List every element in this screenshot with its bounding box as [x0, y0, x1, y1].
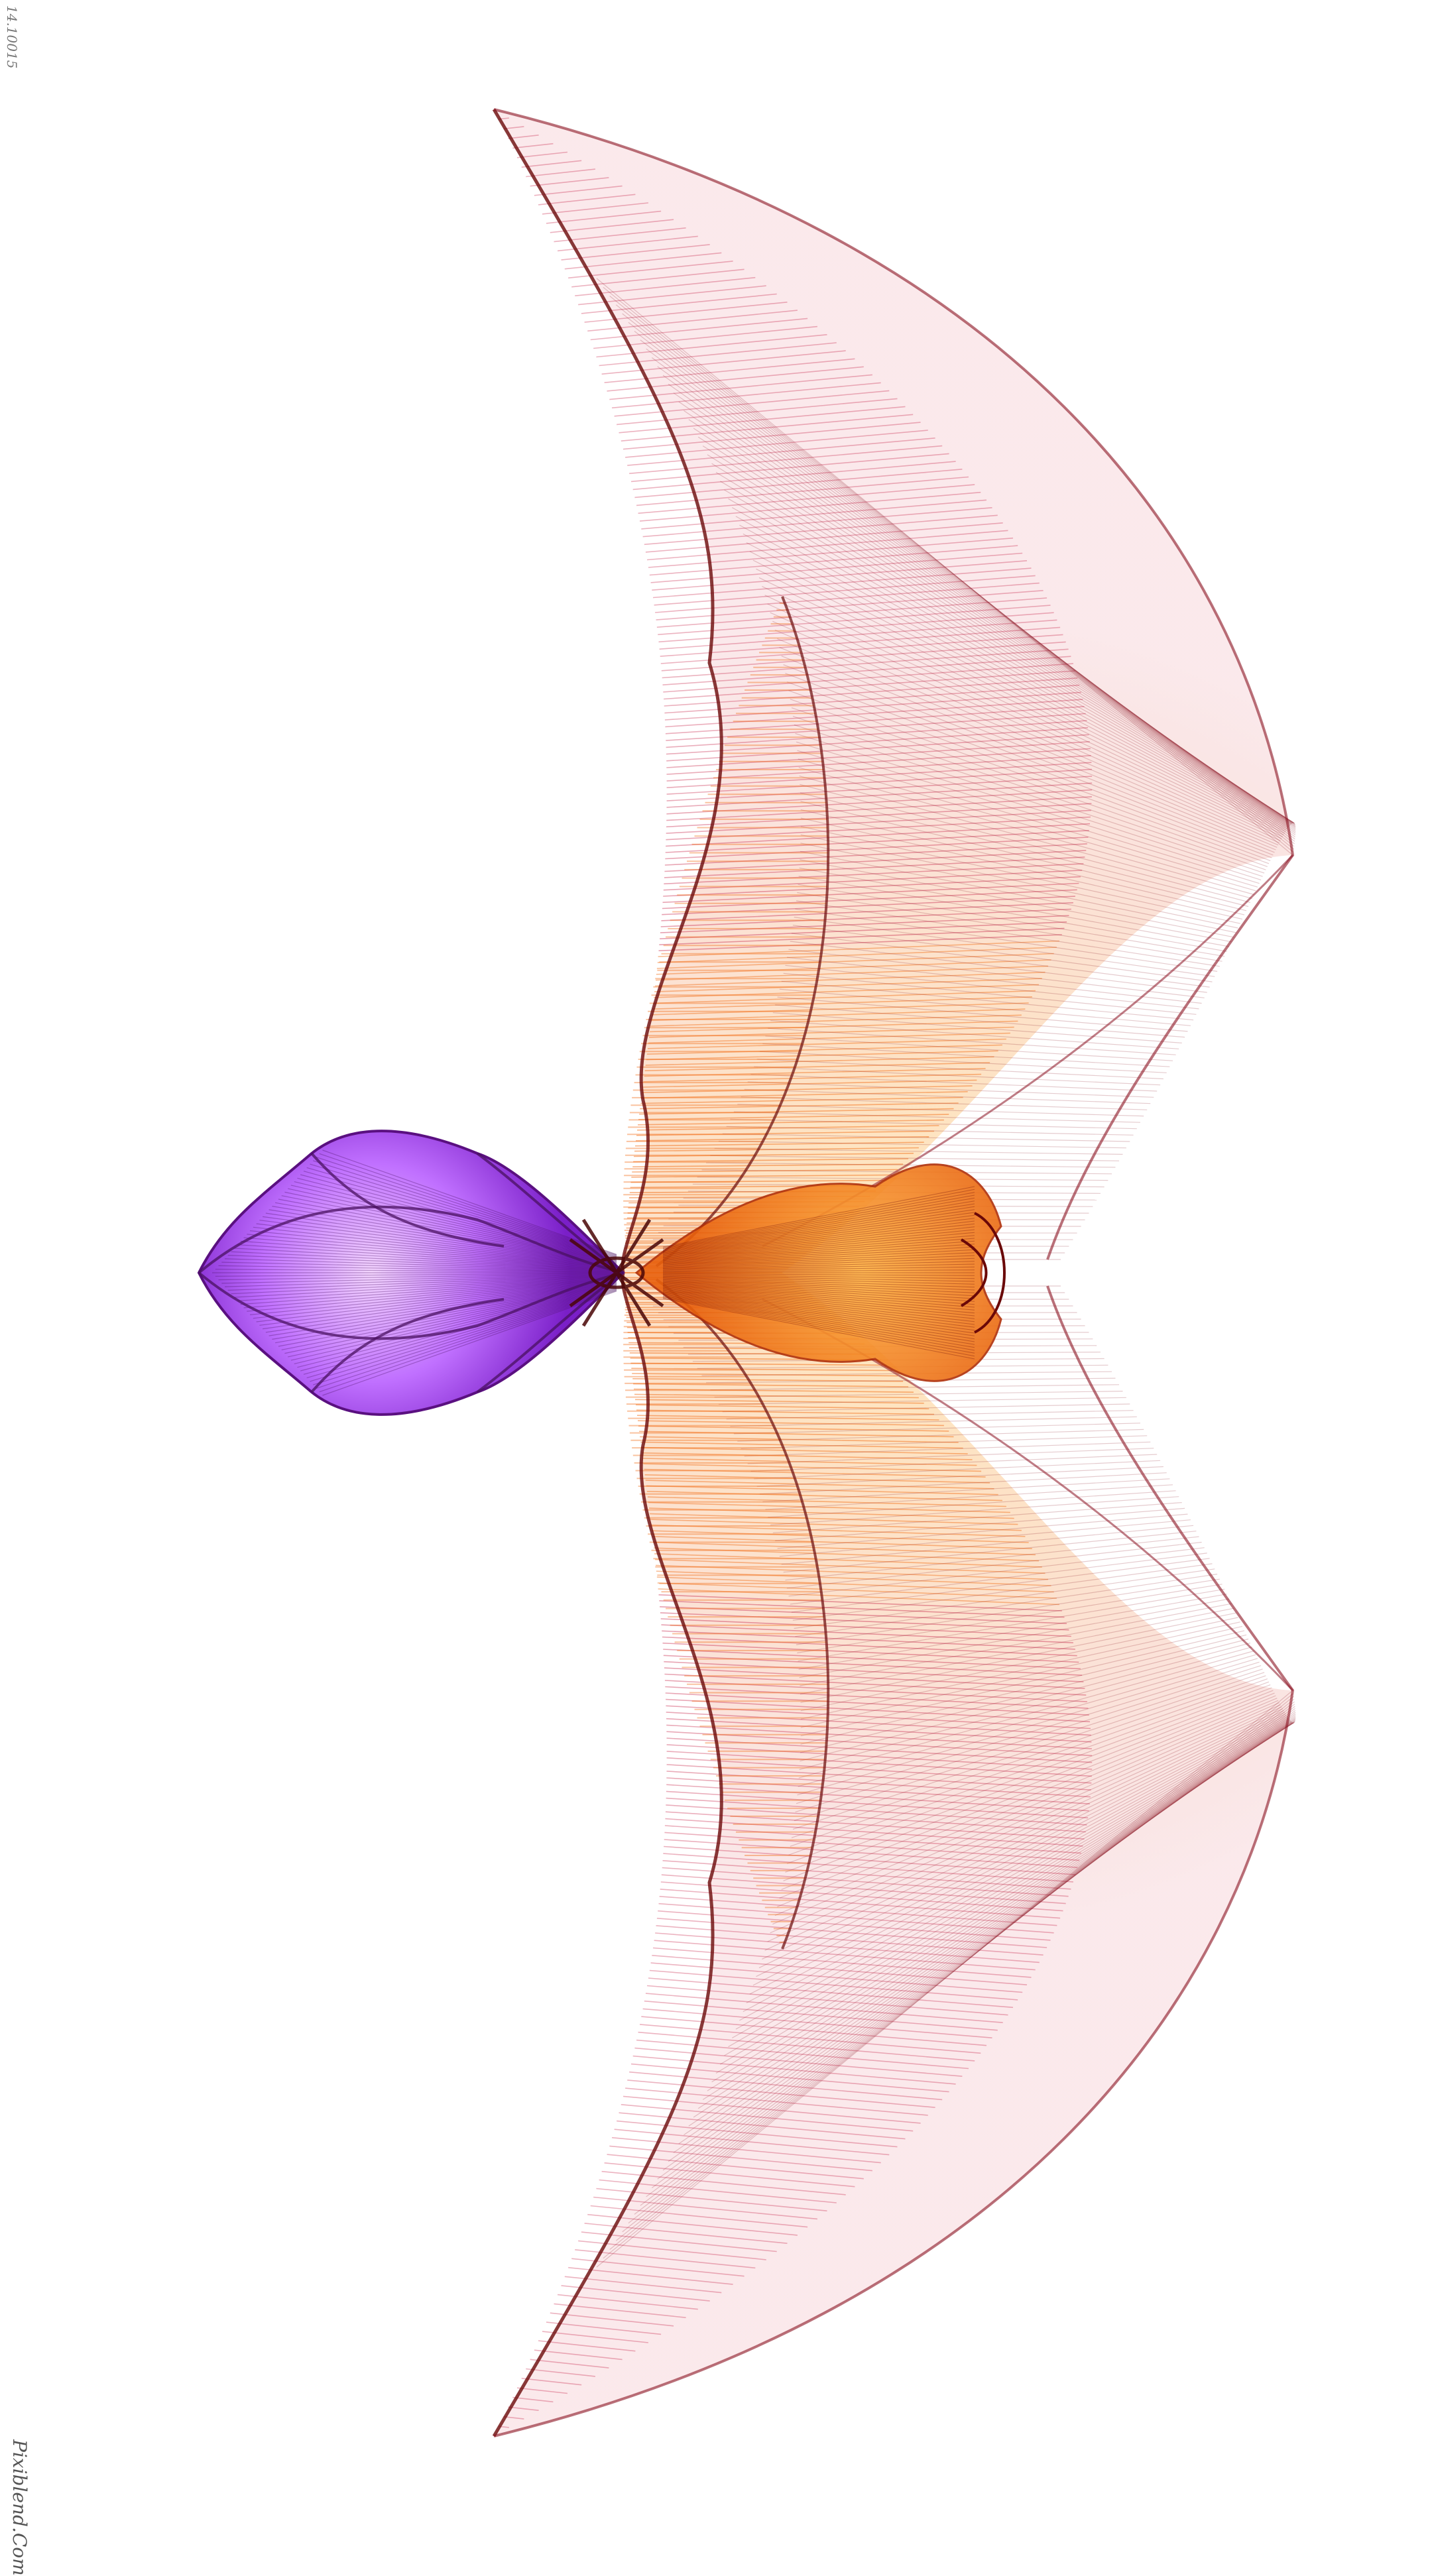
artist-signature: Pixiblend.Com	[9, 2439, 30, 2576]
corner-code-text: 14.10015	[4, 5, 20, 68]
